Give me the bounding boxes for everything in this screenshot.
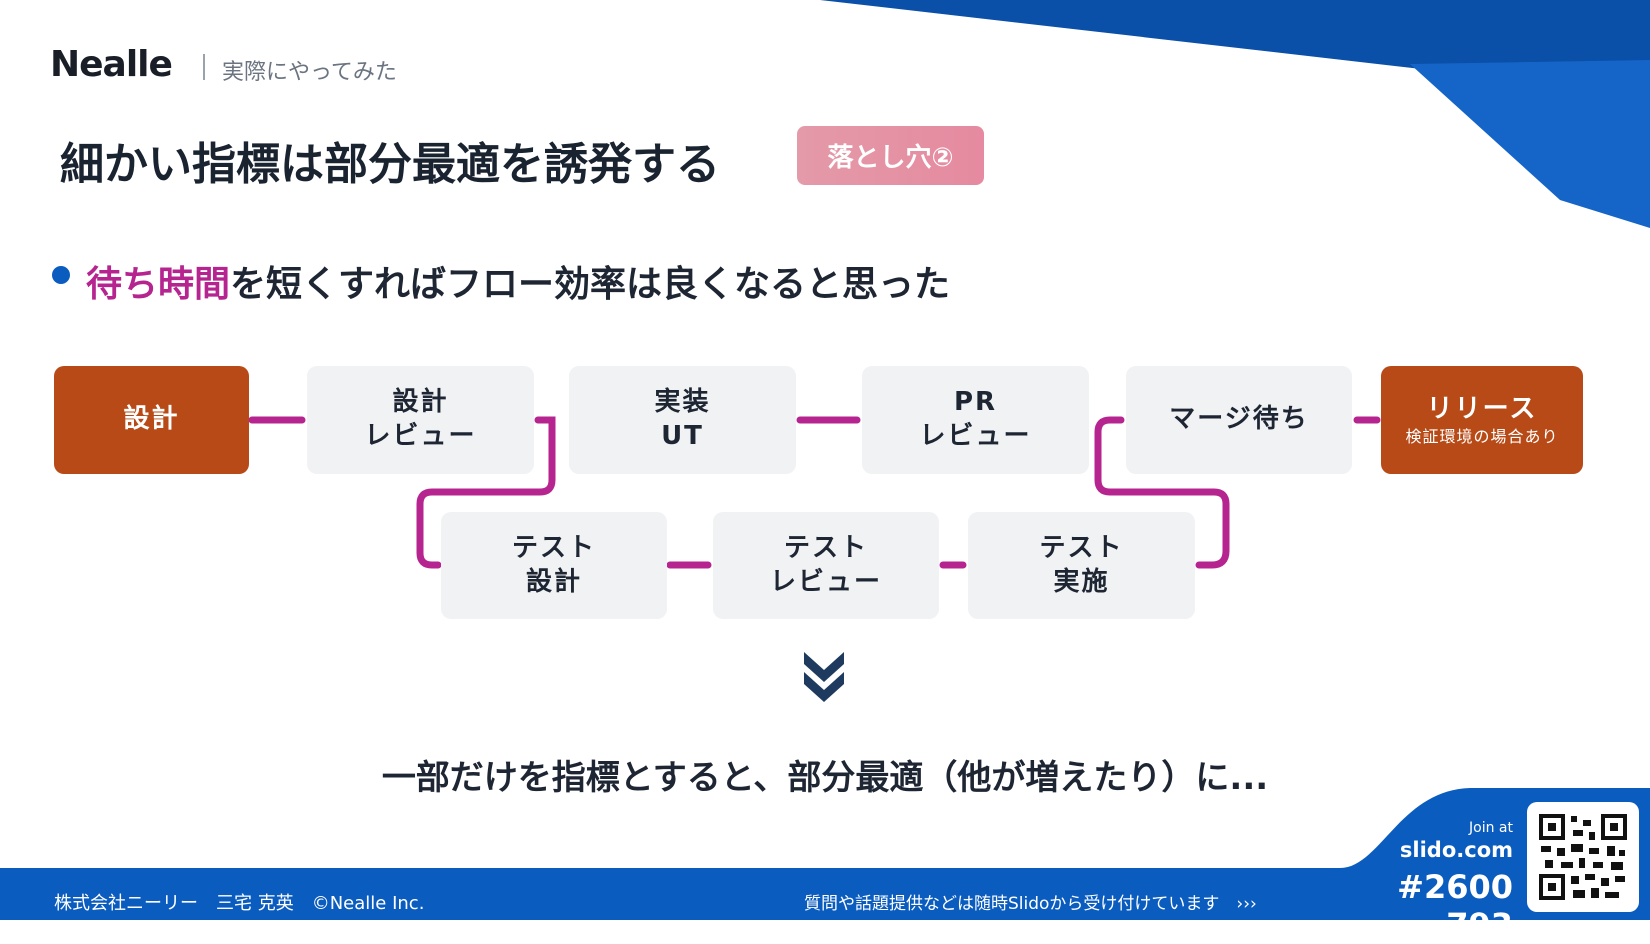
- step-label: テスト: [783, 532, 868, 563]
- pitfall-badge: 落とし穴②: [797, 126, 984, 185]
- connector: [1094, 416, 1230, 569]
- step-test-design: テスト設計: [441, 512, 667, 619]
- step-label: レビュー: [769, 566, 882, 597]
- double-chevron-down-icon: [804, 652, 844, 702]
- step-label: レビュー: [364, 421, 477, 451]
- header-divider: [203, 54, 205, 80]
- step-merge-wait: マージ待ち: [1126, 366, 1352, 474]
- bullet-icon: [52, 266, 70, 284]
- slido-join-label: Join at: [1469, 820, 1513, 836]
- footer-slido-note: 質問や話題提供などは随時Slidoから受け付けています ›››: [804, 894, 1257, 914]
- step-design-review: 設計レビュー: [307, 366, 534, 474]
- step-design: 設計: [54, 366, 249, 474]
- step-label: マージ待ち: [1169, 404, 1309, 435]
- step-label: リリース: [1426, 393, 1538, 424]
- slide-title: 細かい指標は部分最適を誘発する: [60, 139, 720, 190]
- step-label: PR: [953, 387, 998, 418]
- step-label: 設計: [525, 566, 582, 597]
- conclusion-text: 一部だけを指標とすると、部分最適（他が増えたり）に...: [381, 758, 1269, 798]
- step-label: テスト: [1039, 532, 1124, 563]
- step-label: レビュー: [919, 421, 1032, 451]
- bullet-text: 待ち時間を短くすればフロー効率は良くなると思った: [86, 255, 950, 307]
- bullet-rest: を短くすればフロー効率は良くなると思った: [230, 264, 951, 305]
- step-label: 設計: [392, 387, 449, 418]
- footer-copyright: 株式会社ニーリー 三宅 克英 ©Nealle Inc.: [54, 893, 425, 914]
- step-release: リリース検証環境の場合あり: [1381, 366, 1583, 474]
- step-label: 実施: [1053, 566, 1110, 597]
- step-label: 実装: [654, 387, 711, 418]
- step-test-execution: テスト実施: [968, 512, 1195, 619]
- step-test-review: テストレビュー: [713, 512, 939, 619]
- qr-code: [1527, 802, 1639, 912]
- step-note: 検証環境の場合あり: [1405, 426, 1559, 446]
- step-label: 設計: [123, 404, 180, 435]
- background-shapes: [0, 0, 1650, 920]
- section-label: 実際にやってみた: [222, 60, 397, 85]
- nealle-logo: Nealle: [50, 44, 173, 85]
- qr-code-icon: [1539, 814, 1627, 900]
- slido-event-code: #2600 793: [1397, 868, 1513, 944]
- step-label: UT: [661, 421, 704, 451]
- flow-connectors: [248, 416, 1381, 569]
- step-label: テスト: [511, 532, 596, 563]
- connector: [416, 416, 556, 569]
- slido-site[interactable]: slido.com: [1399, 838, 1513, 862]
- bullet-highlight: 待ち時間: [86, 264, 231, 305]
